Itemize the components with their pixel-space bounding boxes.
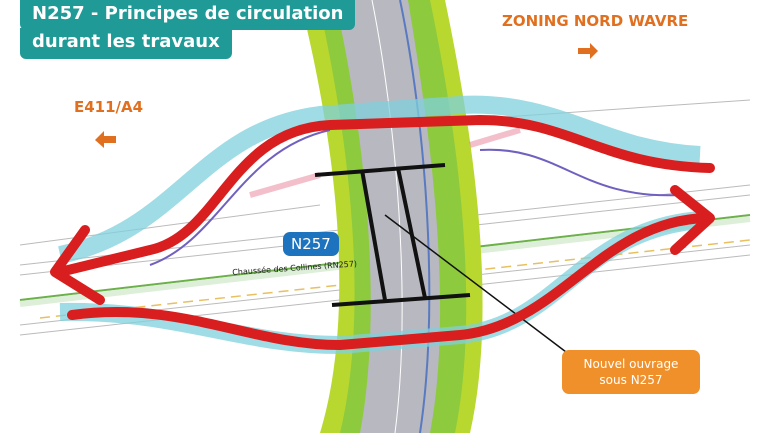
callout-line-1: Nouvel ouvrage bbox=[583, 357, 679, 371]
new-structure-callout: Nouvel ouvrage sous N257 bbox=[562, 350, 700, 394]
destination-zoning-nord-wavre: ZONING NORD WAVRE bbox=[502, 12, 689, 30]
arrow-head-east bbox=[670, 185, 715, 255]
n257-road-badge: N257 bbox=[283, 232, 339, 256]
temporary-lane-north bbox=[58, 95, 701, 264]
callout-leader-line bbox=[384, 214, 571, 356]
title-line-2: durant les travaux bbox=[32, 31, 220, 52]
arrow-left-icon bbox=[95, 131, 116, 148]
page-title: N257 - Principes de circulation bbox=[20, 0, 356, 30]
page-subtitle: durant les travaux bbox=[20, 28, 232, 59]
traffic-flow-westbound bbox=[55, 115, 715, 277]
arrow-head-west bbox=[50, 225, 105, 305]
new-structure-outline bbox=[314, 163, 471, 307]
title-line-1: N257 - Principes de circulation bbox=[32, 3, 344, 24]
destination-e411-a4: E411/A4 bbox=[74, 98, 144, 116]
callout-line-2: sous N257 bbox=[599, 373, 663, 387]
traffic-flow-eastbound bbox=[67, 213, 710, 350]
arrow-right-icon bbox=[578, 43, 598, 59]
